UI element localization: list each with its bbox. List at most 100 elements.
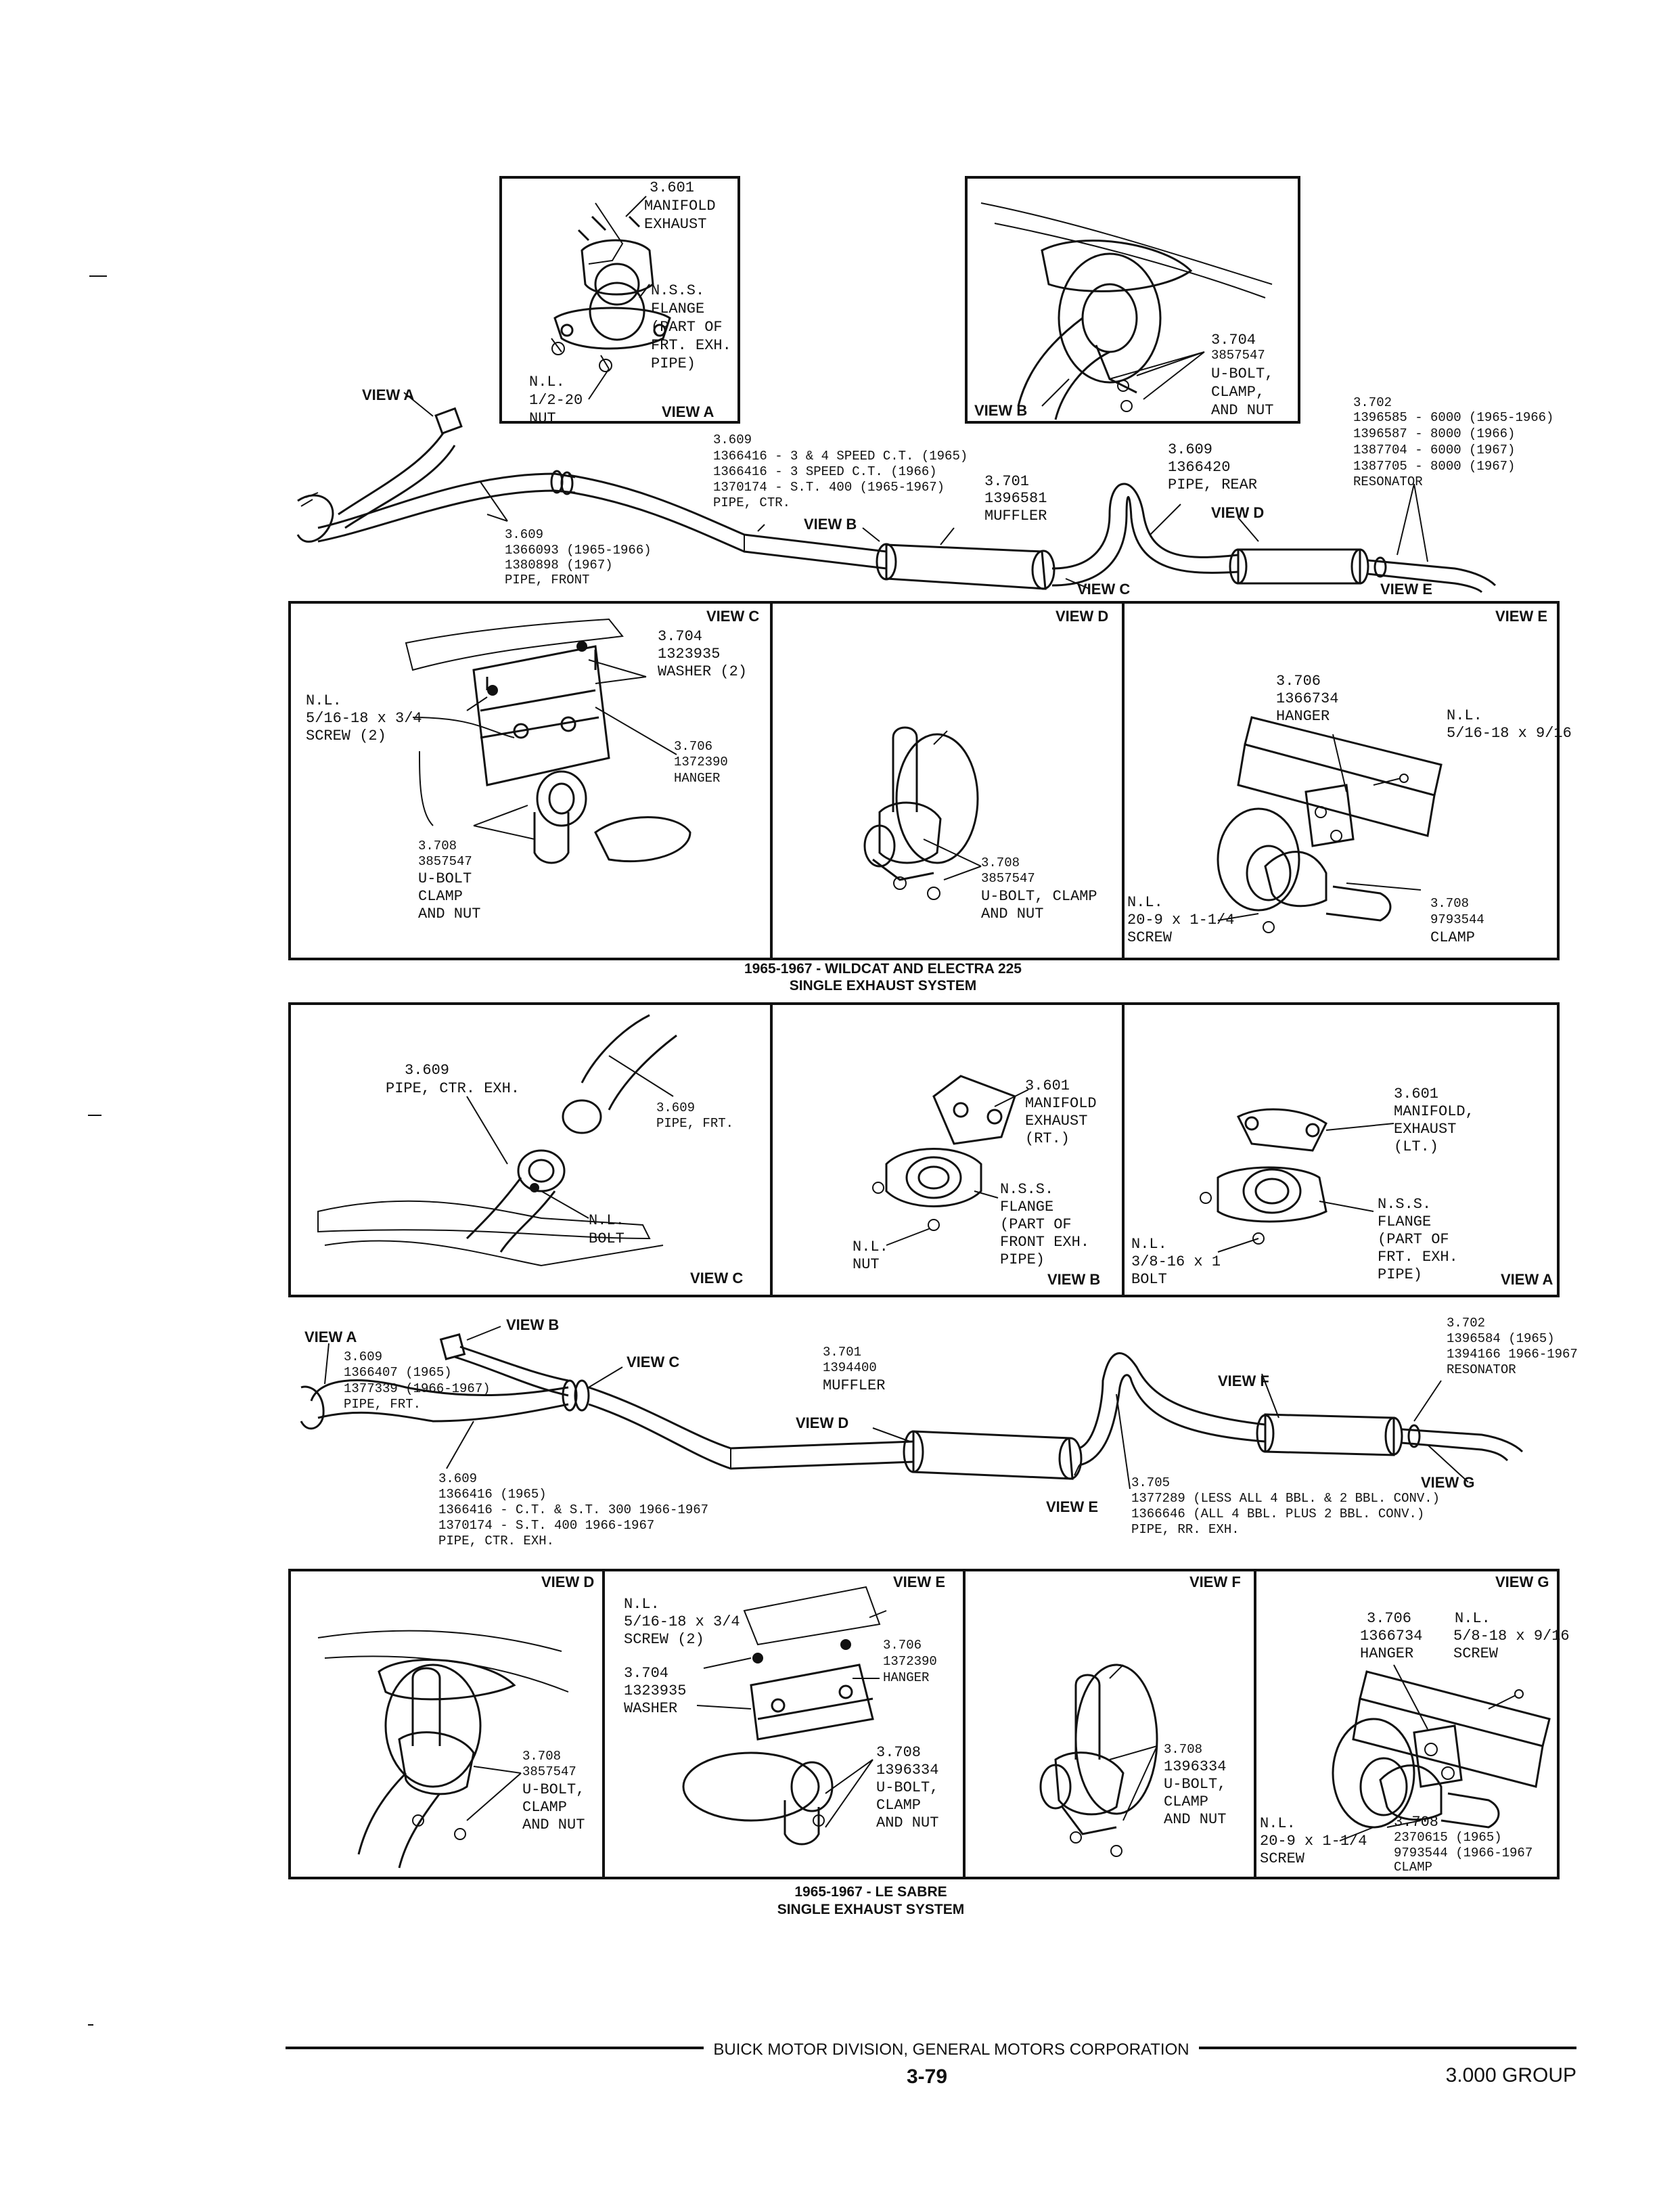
top-b-label-2: 3857547 <box>1211 348 1265 363</box>
p1e-label-10: 9793544 <box>1430 912 1484 927</box>
panel3-view-g-drawing <box>1332 1664 1551 1841</box>
top-pipe-ctr-5: PIPE, CTR. <box>713 495 790 510</box>
top-pipe-ctr-4: 1370174 - S.T. 400 (1965-1967) <box>713 480 945 495</box>
bottom-pipe-frt-4: PIPE, FRT. <box>344 1397 421 1412</box>
p3e-label-9: HANGER <box>883 1670 929 1685</box>
panel3-view-e-drawing <box>682 1586 887 1846</box>
page-footer: BUICK MOTOR DIVISION, GENERAL MOTORS COR… <box>286 2040 1576 2088</box>
p1e-label-6: N.L. <box>1127 894 1163 911</box>
p3g-label-5: 5/8-18 x 9/16 <box>1453 1628 1570 1645</box>
top-inset-view-a: 3.601 MANIFOLD EXHAUST N.S.S. FLANGE (PA… <box>499 176 740 427</box>
p1e-view: VIEW E <box>1495 608 1547 625</box>
p3e-label-7: 3.706 <box>883 1638 922 1653</box>
p1e-label-8: SCREW <box>1127 929 1173 946</box>
top-resonator-1: 3.702 <box>1353 395 1392 410</box>
top-pipe-front-2: 1366093 (1965-1966) <box>505 543 652 558</box>
p3e-label-3: SCREW (2) <box>624 1631 704 1648</box>
p3g-label-6: SCREW <box>1453 1645 1499 1662</box>
p3e-label-4: 3.704 <box>624 1665 668 1682</box>
p3f-label-3: U-BOLT, <box>1164 1776 1226 1793</box>
top-a-label-11: NUT <box>529 410 556 427</box>
p3d-label-1: 3.708 <box>522 1749 561 1764</box>
p2b-label-1: 3.601 <box>1025 1077 1070 1094</box>
p1e-label-2: 1366734 <box>1276 690 1338 707</box>
top-pipe-ctr-3: 1366416 - 3 SPEED C.T. (1966) <box>713 464 937 479</box>
p2c-label-2: PIPE, CTR. EXH. <box>386 1080 520 1097</box>
p3g-label-12: 9793544 (1966-1967 <box>1394 1846 1533 1860</box>
bottom-pipe-ctr-5: PIPE, CTR. EXH. <box>438 1534 554 1548</box>
top-layout-view-e: VIEW E <box>1380 581 1432 598</box>
bottom-resonator-2: 1396584 (1965) <box>1447 1331 1555 1346</box>
p2a-label-9: PIPE) <box>1378 1266 1422 1283</box>
top-exhaust-layout: VIEW A 3.609 1366416 - 3 & 4 SPEED C.T. … <box>296 386 1553 598</box>
top-muffler-1: 3.701 <box>984 473 1029 490</box>
p2c-label-4: PIPE, FRT. <box>656 1116 733 1131</box>
p3e-label-5: 1323935 <box>624 1682 686 1699</box>
panel1-view-c-drawing <box>405 618 691 864</box>
top-a-label-5: FLANGE <box>651 300 704 317</box>
p3g-label-9: SCREW <box>1260 1850 1305 1867</box>
bottom-layout-view-d: VIEW D <box>796 1414 848 1431</box>
bottom-pipe-rr-2: 1377289 (LESS ALL 4 BBL. & 2 BBL. CONV.) <box>1131 1491 1440 1506</box>
bottom-pipe-ctr-4: 1370174 - S.T. 400 1966-1967 <box>438 1518 654 1533</box>
p1d-view: VIEW D <box>1055 608 1108 625</box>
p2a-label-4: (LT.) <box>1394 1138 1438 1155</box>
p1e-label-5: 5/16-18 x 9/16 <box>1447 725 1572 742</box>
p1c-label-8: 1372390 <box>674 755 728 769</box>
caption-1-line-2: SINGLE EXHAUST SYSTEM <box>790 978 977 993</box>
top-a-label-7: FRT. EXH. <box>651 337 731 354</box>
p3e-label-2: 5/16-18 x 3/4 <box>624 1613 740 1630</box>
top-b-view-label: VIEW B <box>974 402 1027 419</box>
bottom-resonator-3: 1394166 1966-1967 <box>1447 1347 1578 1362</box>
p3f-label-4: CLAMP <box>1164 1793 1208 1810</box>
p3g-label-4: N.L. <box>1455 1610 1491 1627</box>
top-pipe-ctr-2: 1366416 - 3 & 4 SPEED C.T. (1965) <box>713 449 968 464</box>
p2a-label-2: MANIFOLD, <box>1394 1103 1474 1120</box>
top-layout-view-b: VIEW B <box>804 516 857 533</box>
p1d-label-2: 3857547 <box>981 871 1035 886</box>
top-a-label-4: N.S.S. <box>651 282 704 299</box>
top-b-label-5: AND NUT <box>1211 402 1273 419</box>
p1c-label-6: SCREW (2) <box>306 728 386 744</box>
p2a-view: VIEW A <box>1501 1271 1553 1288</box>
p1c-label-2: 1323935 <box>658 646 720 663</box>
bottom-layout-view-g: VIEW G <box>1421 1474 1474 1491</box>
p1e-label-1: 3.706 <box>1276 673 1321 690</box>
p3e-label-6: WASHER <box>624 1700 677 1717</box>
p2b-label-3: EXHAUST <box>1025 1113 1087 1130</box>
p1c-label-7: 3.706 <box>674 739 712 754</box>
top-resonator-5: 1387705 - 8000 (1967) <box>1353 459 1515 474</box>
bottom-layout-view-b: VIEW B <box>506 1316 559 1333</box>
p1c-label-3: WASHER (2) <box>658 663 747 680</box>
p3g-label-10: 3.708 <box>1394 1814 1438 1831</box>
p3g-label-2: 1366734 <box>1360 1628 1422 1645</box>
panel-3: VIEW D 3.708 3857547 U-BOLT, CLAMP AND N… <box>288 1569 1570 1879</box>
bottom-pipe-rr-1: 3.705 <box>1131 1475 1170 1490</box>
top-a-label-8: PIPE) <box>651 355 696 372</box>
p3e-label-11: 1396334 <box>876 1762 938 1779</box>
p2c-view: VIEW C <box>690 1270 743 1287</box>
p3g-label-13: CLAMP <box>1394 1860 1432 1875</box>
bottom-layout-view-e: VIEW E <box>1046 1498 1098 1515</box>
p3g-label-1: 3.706 <box>1367 1610 1411 1627</box>
top-pipe-front-1: 3.609 <box>505 527 543 542</box>
p1c-view: VIEW C <box>706 608 759 625</box>
caption-2-line-1: 1965-1967 - LE SABRE <box>794 1884 947 1900</box>
bottom-resonator-1: 3.702 <box>1447 1316 1485 1331</box>
p3d-label-5: AND NUT <box>522 1816 585 1833</box>
p3g-label-7: N.L. <box>1260 1815 1296 1832</box>
p2a-label-3: EXHAUST <box>1394 1121 1456 1138</box>
p3g-label-3: HANGER <box>1360 1645 1413 1662</box>
top-muffler-2: 1396581 <box>984 490 1047 507</box>
p2a-label-8: FRT. EXH. <box>1378 1249 1458 1266</box>
p2b-label-8: FRONT EXH. <box>1000 1234 1089 1251</box>
footer-company: BUICK MOTOR DIVISION, GENERAL MOTORS COR… <box>713 2040 1189 2059</box>
bottom-layout-view-a: VIEW A <box>304 1328 357 1345</box>
bottom-resonator-4: RESONATOR <box>1447 1362 1516 1377</box>
bottom-layout-view-f: VIEW F <box>1218 1372 1269 1389</box>
p1c-label-10: 3.708 <box>418 839 457 853</box>
p1d-label-3: U-BOLT, CLAMP <box>981 888 1097 905</box>
p1c-label-4: N.L. <box>306 692 342 709</box>
p2b-label-10: N.L. <box>853 1238 888 1255</box>
top-b-label-3: U-BOLT, <box>1211 365 1273 382</box>
